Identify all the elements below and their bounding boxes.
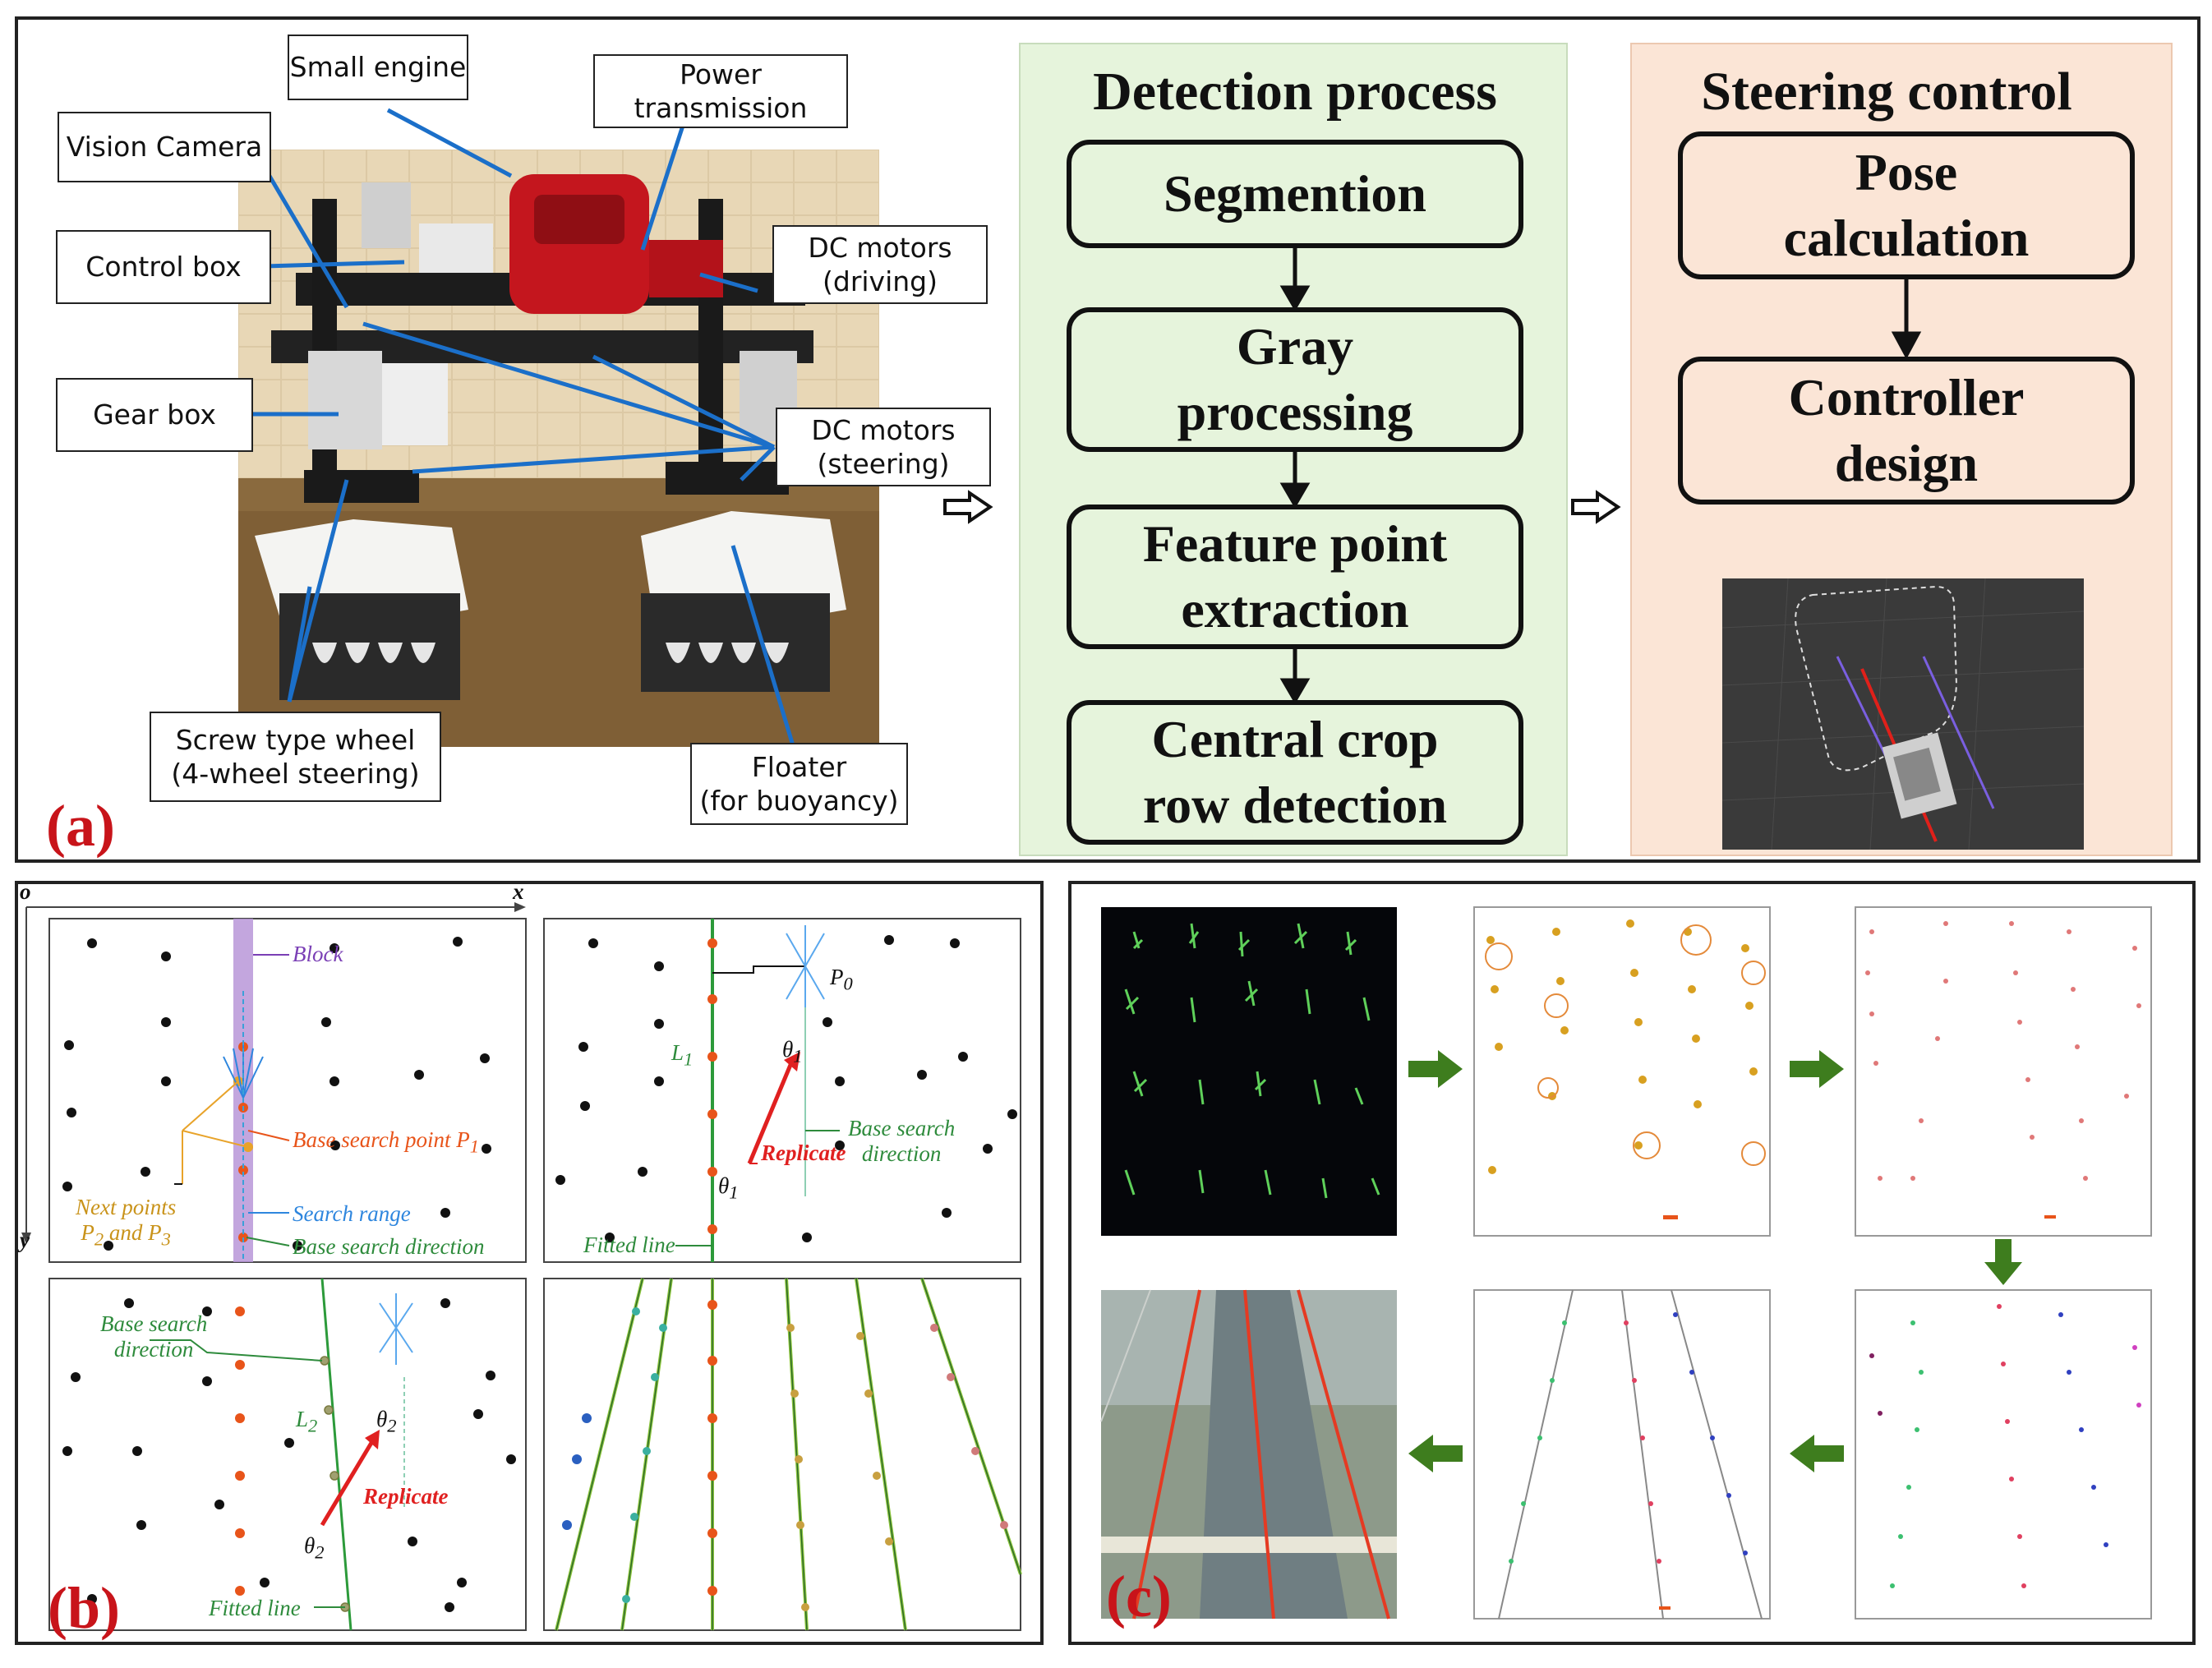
callout-floater: Floater (for buoyancy) [690,743,908,825]
steering-control-panel: Steering control Pose calculation Contro… [1630,43,2173,856]
panel-c: (c) [1068,881,2196,1645]
callout-vision-camera: Vision Camera [58,112,271,182]
label-theta2-bottom: θ2 [304,1533,325,1563]
detection-process-panel: Detection process Segmention Gray proces… [1019,43,1568,856]
label-replicate-1: Replicate [761,1140,846,1165]
fitted-lines-image [1473,1289,1771,1620]
robot-photo-illustration [238,150,879,747]
clustered-points-image [1855,1289,2152,1620]
flow-arrows [1279,248,1311,704]
label-theta1-top: θ1 [782,1037,803,1067]
label-search-range: Search range [293,1201,411,1226]
panel-b-label: (b) [48,1575,120,1641]
label-base-search-point: Base search point P1 [293,1127,479,1157]
callout-small-engine: Small engine [288,35,468,100]
label-l2: L2 [296,1407,318,1436]
label-block: Block [293,942,343,966]
feature-points-image [1473,906,1771,1237]
label-theta2-top: θ2 [376,1407,397,1436]
simulation-view [1721,578,2085,850]
axis-x: x [513,879,524,904]
green-arrow-left-icon [1408,1435,1463,1472]
axis-y: y [20,1228,30,1252]
hollow-arrow-icon [943,490,993,524]
green-arrow-down-icon [1984,1239,2022,1285]
label-base-search-direction-2: Base search direction [848,1116,956,1167]
label-p0: P0 [830,965,853,994]
label-fitted-line-2: Fitted line [209,1596,301,1620]
label-fitted-line-1: Fitted line [583,1233,675,1257]
label-base-search-direction: Base search direction [293,1234,485,1259]
flow-arrow [1891,279,1922,360]
callout-gear-box: Gear box [56,378,253,452]
field-detection-image [1100,1289,1397,1620]
callout-dc-motors-steering: DC motors (steering) [776,408,991,486]
step-central-crop-row-detection: Central crop row detection [1067,700,1523,845]
callout-power-transmission: Power transmission [593,54,848,128]
steering-title: Steering control [1701,62,2072,122]
step-segmentation: Segmention [1067,140,1523,248]
label-next-points: Next points P2 and P3 [76,1195,177,1250]
label-l1: L1 [671,1040,694,1070]
callout-lines [248,97,797,752]
axis-origin: o [20,879,31,904]
step-pose-calculation: Pose calculation [1678,131,2135,279]
detection-title: Detection process [1093,62,1497,122]
seedling-image [1101,907,1397,1236]
crop-row-search-diagram [21,902,1022,1631]
panel-a-label: (a) [46,793,115,859]
callout-screw-wheel: Screw type wheel (4-wheel steering) [150,712,441,802]
label-base-search-direction-3: Base search direction [100,1311,208,1362]
label-replicate-2: Replicate [363,1484,449,1509]
callout-control-box: Control box [56,230,271,304]
filtered-points-image [1855,906,2152,1237]
green-arrow-left-icon [1790,1435,1844,1472]
hollow-arrow-icon [1571,490,1621,524]
green-arrow-right-icon [1408,1050,1463,1088]
step-feature-point-extraction: Feature point extraction [1067,505,1523,649]
label-theta1-bottom: θ1 [718,1173,739,1203]
panel-c-label: (c) [1106,1564,1172,1629]
panel-b: o x y Block Base search point P1 Next po… [15,879,1044,1645]
callout-dc-motors-driving: DC motors (driving) [772,225,988,304]
panel-a: Small engine Power transmission Vision C… [15,16,2200,863]
green-arrow-right-icon [1790,1050,1844,1088]
